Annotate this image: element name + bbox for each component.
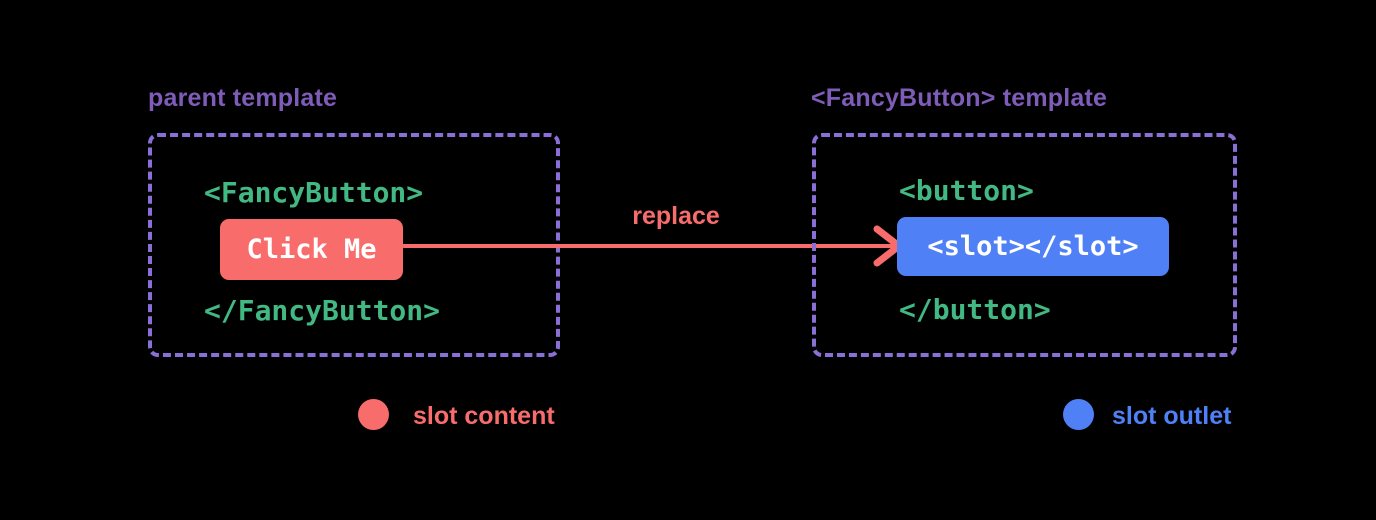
slot-outlet-dot-icon bbox=[1063, 399, 1094, 430]
slot-outlet-chip: <slot></slot> bbox=[897, 217, 1169, 276]
parent-template-title: parent template bbox=[148, 84, 338, 112]
button-open-tag: <button> bbox=[899, 174, 1034, 207]
slot-content-label: slot content bbox=[413, 402, 555, 430]
replace-label: replace bbox=[632, 202, 720, 230]
slot-outlet-label: slot outlet bbox=[1112, 402, 1232, 430]
button-close-tag: </button> bbox=[899, 293, 1051, 326]
fancybutton-template-title: <FancyButton> template bbox=[811, 84, 1108, 112]
slot-content-dot-icon bbox=[358, 399, 389, 430]
fancybutton-template-box bbox=[812, 133, 1237, 357]
fancybutton-open-tag: <FancyButton> bbox=[204, 176, 424, 209]
fancybutton-close-tag: </FancyButton> bbox=[204, 294, 441, 327]
click-me-button: Click Me bbox=[220, 219, 403, 280]
